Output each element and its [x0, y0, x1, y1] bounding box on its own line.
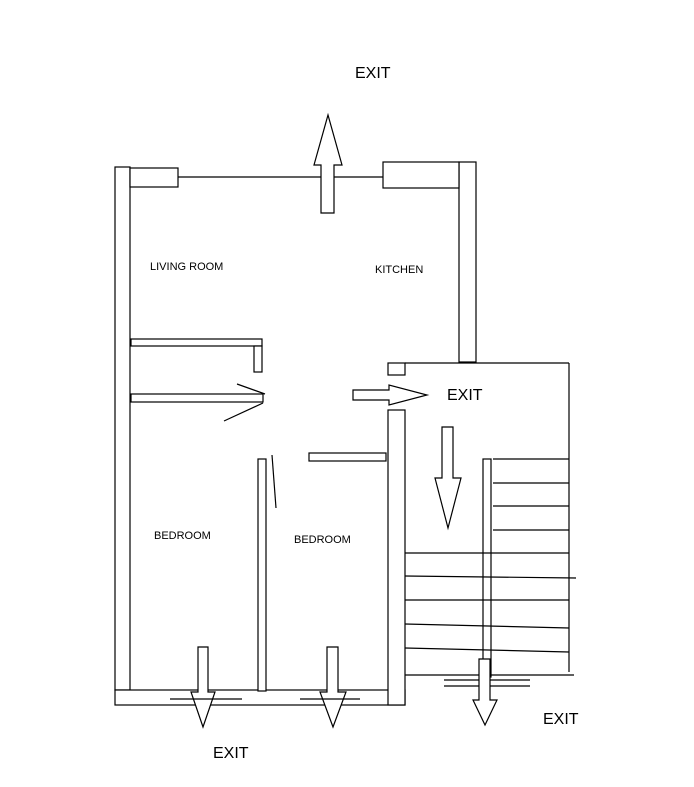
- south-wall: [114, 689, 406, 706]
- bedroom-top-wall: [130, 393, 264, 403]
- room-label-kitchen: KITCHEN: [375, 264, 423, 276]
- east-wall-kitchen: [458, 161, 477, 363]
- room-label-bedroom-left: BEDROOM: [154, 530, 211, 542]
- stair-rail: [482, 458, 492, 678]
- shelf-post: [253, 345, 263, 373]
- hall-partition: [308, 452, 387, 462]
- room-label-living-room: LIVING ROOM: [150, 261, 223, 273]
- exit-label-bottom: EXIT: [213, 745, 249, 762]
- exit-label-top: EXIT: [355, 65, 391, 82]
- living-room-shelf: [130, 338, 263, 347]
- room-label-bedroom-right: BEDROOM: [294, 534, 351, 546]
- exit-label-right: EXIT: [447, 387, 483, 404]
- door-swing-lower: [223, 402, 264, 422]
- north-window-right: [382, 161, 460, 189]
- exit-label-stairs: EXIT: [543, 711, 579, 728]
- west-wall: [114, 166, 131, 691]
- arrow-down-left-bedroom-icon: [190, 646, 216, 729]
- stair-step-9: [404, 647, 570, 653]
- hall-door-stub: [387, 362, 406, 376]
- door-swing-upper: [236, 383, 266, 395]
- stair-step-8: [404, 623, 570, 629]
- bedroom-divider-wall: [257, 458, 267, 692]
- arrow-down-right-bedroom-icon: [319, 646, 347, 729]
- arrow-right-icon: [352, 384, 430, 406]
- bedroom-door-swing: [271, 454, 277, 509]
- arrow-up-icon: [313, 112, 343, 214]
- arrow-down-stairs-exit-icon: [472, 658, 498, 727]
- north-window-left: [129, 167, 179, 188]
- hall-east-wall: [387, 409, 406, 706]
- arrow-down-stair-icon: [434, 426, 462, 531]
- stair-step-6: [404, 575, 577, 579]
